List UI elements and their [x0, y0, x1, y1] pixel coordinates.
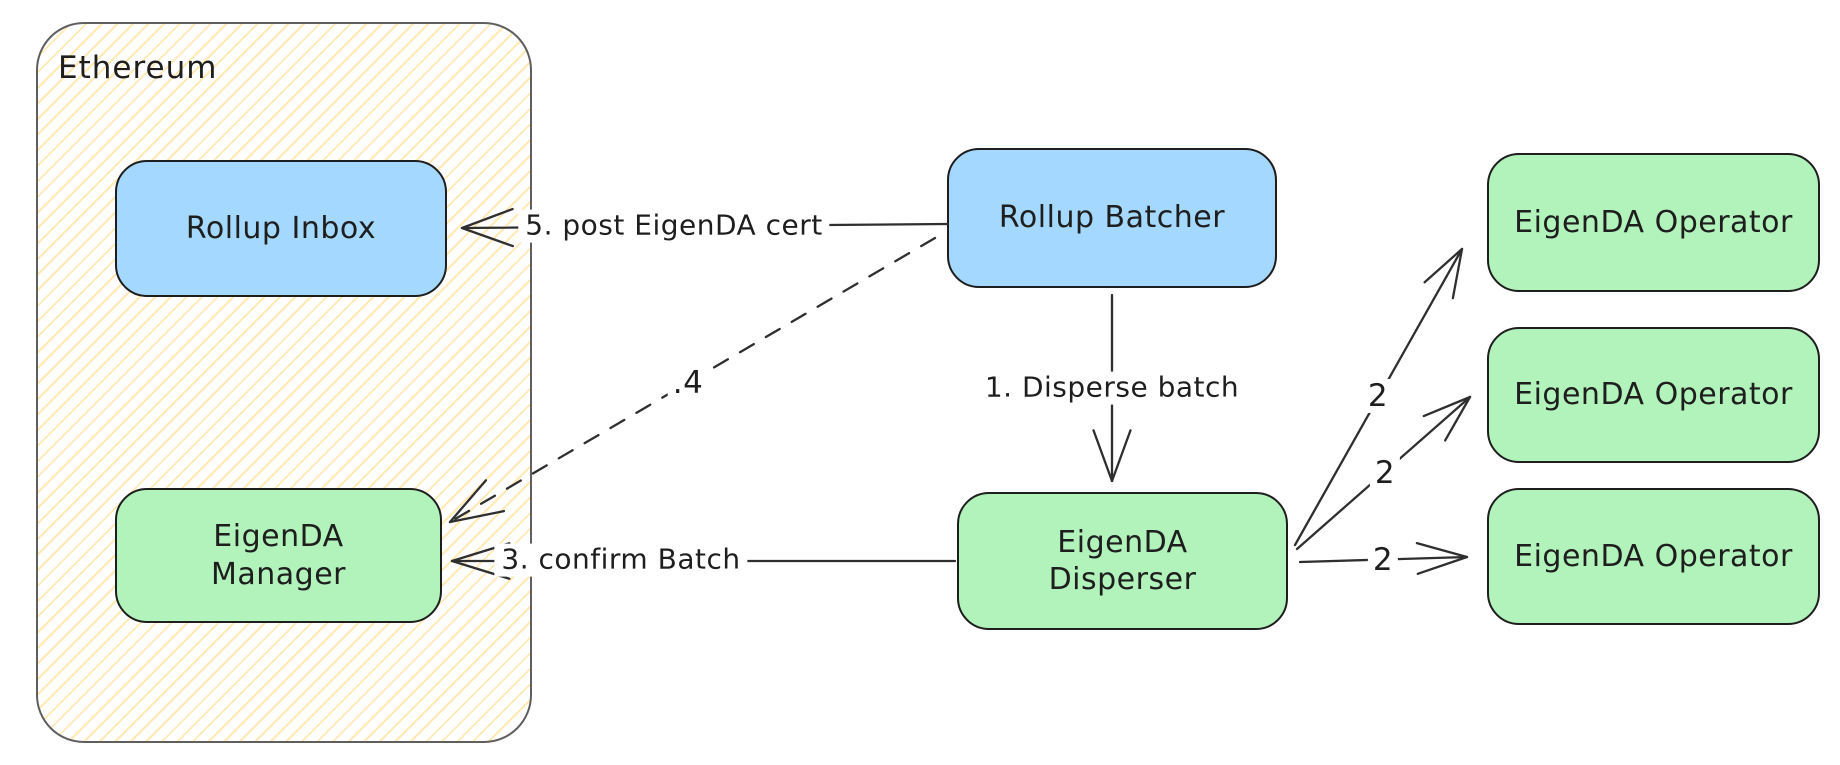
arrow-to-operator-2-head: [1444, 395, 1472, 442]
arrow-to-operator-1-head: [1451, 247, 1464, 300]
edge-label-post-eigenda-cert: 5. post EigenDA cert: [518, 209, 830, 243]
arrow-disperse-batch-head: [1110, 429, 1132, 483]
arrow-to-operator-2-head: [1422, 395, 1472, 418]
arrow-to-operator-1-head: [1423, 247, 1464, 284]
node-eigenda-manager-label: EigenDA Manager: [211, 519, 346, 592]
node-eigenda-operator-1-label: EigenDA Operator: [1514, 204, 1793, 240]
node-eigenda-manager: EigenDA Manager: [115, 488, 442, 623]
edge-label-to-operator-2: 2: [1369, 456, 1401, 490]
edge-label-cert-to-manager: .4: [667, 366, 709, 400]
arrow-disperse-batch-head: [1092, 429, 1114, 483]
node-eigenda-disperser: EigenDA Disperser: [957, 492, 1288, 630]
node-eigenda-operator-1: EigenDA Operator: [1487, 153, 1820, 292]
node-eigenda-operator-2-label: EigenDA Operator: [1514, 377, 1793, 413]
node-eigenda-operator-2: EigenDA Operator: [1487, 327, 1820, 463]
node-rollup-inbox: Rollup Inbox: [115, 160, 447, 297]
edge-label-disperse-batch: 1. Disperse batch: [977, 371, 1247, 405]
node-rollup-inbox-label: Rollup Inbox: [185, 210, 377, 246]
node-rollup-batcher-label: Rollup Batcher: [998, 200, 1226, 236]
ethereum-group-box: [36, 22, 532, 743]
node-eigenda-operator-3-label: EigenDA Operator: [1514, 538, 1793, 574]
edge-label-to-operator-3: 2: [1367, 543, 1399, 577]
edge-label-to-operator-1: 2: [1362, 379, 1394, 413]
node-eigenda-disperser-label: EigenDA Disperser: [1048, 524, 1197, 598]
edge-label-confirm-batch: 3. confirm Batch: [494, 543, 748, 577]
node-eigenda-operator-3: EigenDA Operator: [1487, 488, 1820, 625]
node-rollup-batcher: Rollup Batcher: [947, 148, 1277, 288]
arrow-to-operator-3-head: [1415, 541, 1469, 559]
arrow-to-operator-3-head: [1416, 555, 1469, 575]
ethereum-group-label: Ethereum: [58, 50, 218, 86]
